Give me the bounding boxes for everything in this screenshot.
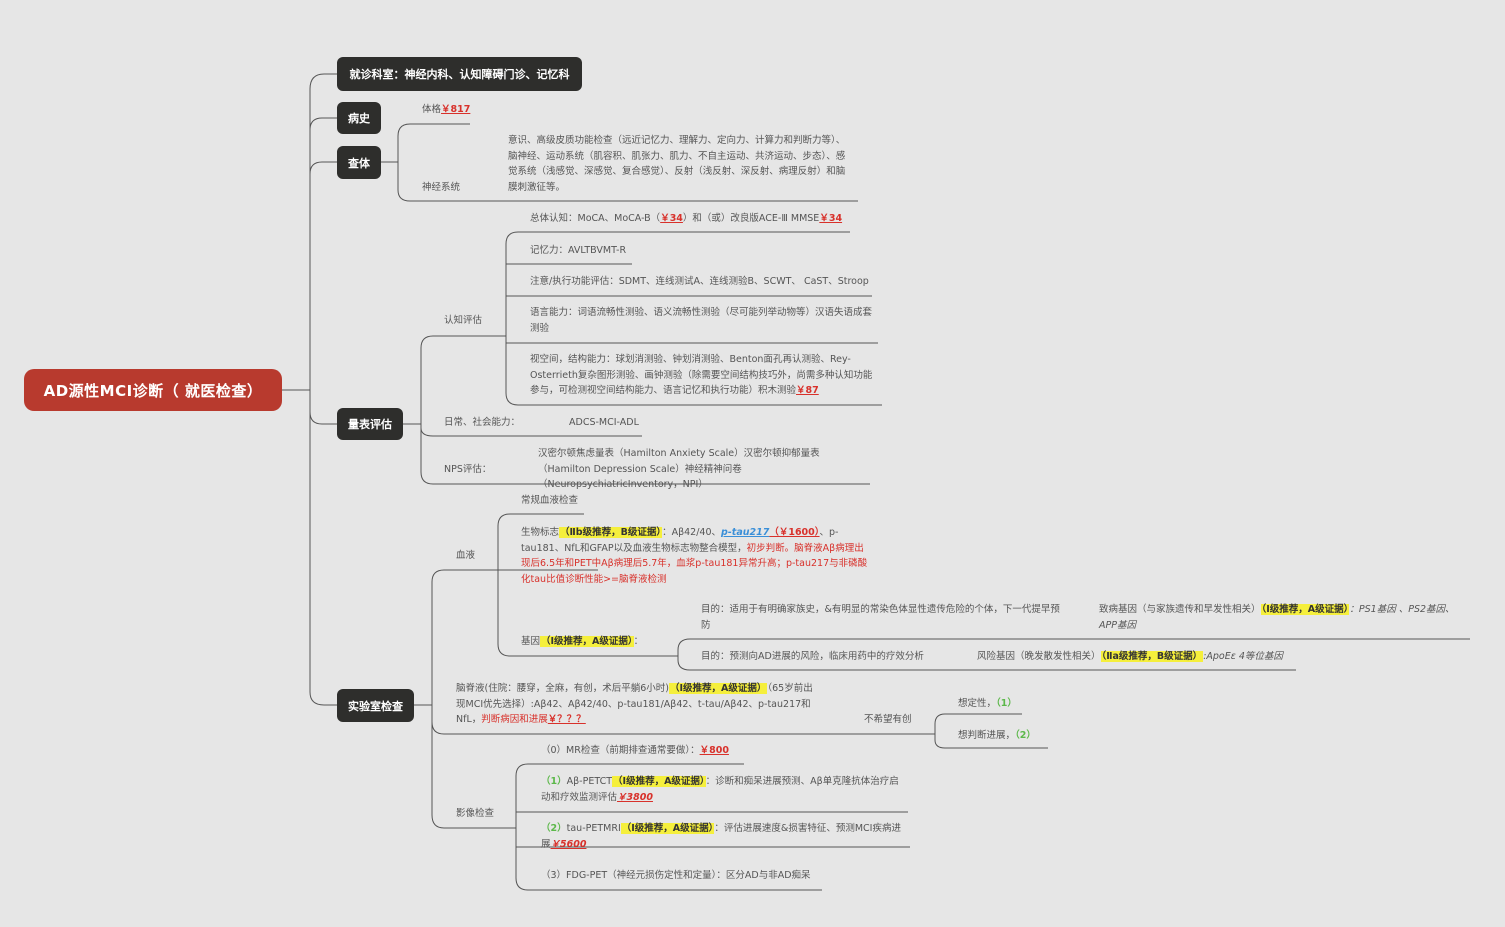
scale-overall[interactable]: 总体认知：MoCA、MoCA-B（￥34）和（或）改良版ACE-Ⅲ MMSE￥3… — [530, 211, 842, 227]
root-topic[interactable]: AD源性MCI诊断（ 就医检查） — [24, 369, 282, 411]
lab-want-nature-num: （1） — [996, 698, 1017, 709]
scale-nps-label[interactable]: NPS评估： — [444, 464, 492, 475]
scale-nps-value[interactable]: 汉密尔顿焦虑量表（Hamilton Anxiety Scale）汉密尔顿抑郁量表… — [538, 448, 820, 490]
lab-imaging-taupet[interactable]: （2）tau-PETMRI（Ⅰ级推荐，A级证据）：评估进展速度&损害特征、预测M… — [541, 821, 909, 852]
scale-overall-text-a: 总体认知：MoCA、MoCA-B（ — [530, 213, 661, 224]
lab-abpet-text-b: ：诊断和痴呆进展预测、Aβ单克隆抗体治疗启动和疗效监测评估 — [541, 776, 899, 803]
scale-language[interactable]: 语言能力：词语流畅性测验、语义流畅性测验（尽可能列举动物等）汉语失语成套测验 — [530, 307, 873, 334]
lab-imaging-mr[interactable]: （0）MR检查（前期排查通常要做）：￥800 — [541, 743, 729, 759]
lab-abpet-price: ￥3800 — [617, 791, 653, 803]
lab-csf-text-b: （65岁前出现MCI优先选择）:Aβ42、Aβ42/40、p-tau181/Aβ… — [456, 683, 813, 725]
lab-bio-ptau217[interactable]: p-tau217 — [721, 527, 770, 538]
lab-abpet-num: （1） — [541, 776, 567, 787]
lab-blood-gene[interactable]: 基因（Ⅰ级推荐，A级证据）： — [521, 634, 643, 650]
lab-blood-routine[interactable]: 常规血液检查 — [521, 495, 579, 506]
lab-bio-text-a: 生物标志 — [521, 527, 560, 538]
lab-mr-price: ￥800 — [699, 745, 729, 756]
scale-overall-text-b: ）和（或）改良版ACE-Ⅲ MMSE — [682, 213, 820, 224]
lab-csf-red-note: 判断病因和进展 — [481, 714, 548, 725]
lab-abpet-recommend: （Ⅰ级推荐，A级证据） — [612, 776, 706, 787]
lab-gene-goal1[interactable]: 目的：适用于有明确家族史，&有明显的常染色体显性遗传危险的个体，下一代提早预防 — [701, 604, 1060, 631]
lab-want-progress-num: （2） — [1015, 730, 1036, 741]
lab-blood-label[interactable]: 血液 — [456, 550, 476, 561]
lab-mr-text: （0）MR检查（前期排查通常要做）： — [541, 745, 700, 756]
lab-want-progress[interactable]: 想判断进展，（2） — [958, 728, 1036, 744]
lab-csf[interactable]: 脑脊液(住院：腰穿，全麻，有创，术后平躺6小时)（Ⅰ级推荐，A级证据）（65岁前… — [456, 681, 818, 728]
exam-body-item[interactable]: 体格￥817 — [422, 102, 470, 118]
lab-gene-cause-text-a: 致病基因（与家族遗传和早发性相关） — [1099, 604, 1261, 615]
lab-no-invasive[interactable]: 不希望有创 — [864, 714, 912, 725]
lab-want-nature-text: 想定性， — [958, 698, 997, 709]
lab-gene-goal2[interactable]: 目的：预测向AD进展的风险，临床用药中的疗效分析 — [701, 651, 924, 662]
lab-gene-risk-recommend: （Ⅱa级推荐，B级证据） — [1100, 651, 1204, 662]
category-dept[interactable]: 就诊科室：神经内科、认知障碍门诊、记忆科 — [337, 57, 582, 91]
exam-body-label: 体格 — [422, 104, 442, 115]
lab-imaging-label[interactable]: 影像检查 — [456, 808, 495, 819]
scale-cognitive-label[interactable]: 认知评估 — [444, 315, 483, 326]
lab-abpet-text-a: Aβ-PETCT — [566, 776, 613, 787]
category-lab[interactable]: 实验室检查 — [337, 689, 414, 722]
scale-visual-price: ￥87 — [796, 385, 819, 396]
lab-taupet-text-a: tau-PETMRI — [566, 823, 621, 834]
lab-gene-risk[interactable]: 风险基因（晚发散发性相关）（Ⅱa级推荐，B级证据）:ApoEε 4等位基因 — [977, 649, 1283, 665]
scale-visual-text: 视空间，结构能力：球划消测验、钟划消测验、Benton面孔再认测验、Rey-Os… — [530, 354, 873, 396]
scale-daily-label[interactable]: 日常、社会能力： — [444, 417, 521, 428]
category-scale[interactable]: 量表评估 — [337, 408, 403, 440]
lab-taupet-num: （2） — [541, 823, 567, 834]
exam-neuro-text[interactable]: 意识、高级皮质功能检查（远近记忆力、理解力、定向力、计算力和判断力等）、脑神经、… — [508, 135, 846, 193]
lab-gene-risk-text-b: :ApoEε 4等位基因 — [1203, 651, 1283, 662]
lab-imaging-fdg[interactable]: （3）FDG-PET（神经元损伤定性和定量）：区分AD与非AD痴呆 — [541, 870, 811, 881]
lab-imaging-abpet[interactable]: （1）Aβ-PETCT（Ⅰ级推荐，A级证据）：诊断和痴呆进展预测、Aβ单克隆抗体… — [541, 774, 906, 805]
lab-gene-risk-text-a: 风险基因（晚发散发性相关） — [977, 651, 1101, 662]
lab-bio-text-b: ：Aβ42/40、 — [662, 527, 722, 538]
lab-taupet-text-b: ：评估进展速度&损害特征、预测MCI疾病进展 — [541, 823, 901, 850]
lab-gene-text-a: 基因 — [521, 636, 541, 647]
lab-want-progress-text: 想判断进展， — [958, 730, 1016, 741]
lab-gene-cause[interactable]: 致病基因（与家族遗传和早发性相关）（Ⅰ级推荐，A级证据）：PS1基因 、PS2基… — [1099, 602, 1469, 633]
scale-overall-price1: ￥34 — [660, 213, 683, 224]
scale-visual[interactable]: 视空间，结构能力：球划消测验、钟划消测验、Benton面孔再认测验、Rey-Os… — [530, 352, 880, 399]
lab-want-nature[interactable]: 想定性，（1） — [958, 696, 1017, 712]
category-history[interactable]: 病史 — [337, 102, 381, 134]
category-exam[interactable]: 查体 — [337, 146, 381, 179]
lab-csf-text-a: 脑脊液(住院：腰穿，全麻，有创，术后平躺6小时) — [456, 683, 669, 694]
lab-taupet-recommend: （Ⅰ级推荐，A级证据） — [620, 823, 715, 834]
lab-gene-recommend: （Ⅰ级推荐，A级证据） — [540, 636, 634, 647]
scale-daily-value[interactable]: ADCS-MCI-ADL — [569, 417, 639, 428]
scale-attention[interactable]: 注意/执行功能评估：SDMT、连线测试A、连线测验B、SCWT、 CaST、St… — [530, 276, 869, 287]
lab-blood-biomarker[interactable]: 生物标志（Ⅱb级推荐，B级证据）：Aβ42/40、p-tau217（￥1600）… — [521, 525, 873, 587]
scale-overall-price2: ￥34 — [819, 213, 843, 224]
lab-bio-text-c: 、p-tau181、NfL和GFAP以及血液生物标志物整合模型， — [521, 527, 839, 554]
lab-csf-recommend: （Ⅰ级推荐，A级证据） — [668, 683, 768, 694]
lab-csf-price: ￥？？？ — [547, 714, 586, 725]
exam-body-price: ￥817 — [441, 104, 471, 115]
lab-gene-text-b: ： — [633, 636, 644, 647]
lab-gene-cause-recommend: （Ⅰ级推荐，A级证据） — [1260, 604, 1350, 615]
lab-gene-cause-text-b: ：PS1基因 、PS2基因、APP基因 — [1099, 604, 1455, 631]
scale-memory[interactable]: 记忆力：AVLTBVMT-R — [530, 245, 627, 256]
lab-bio-red-note: 初步判断。脑脊液Aβ病理出现后6.5年和PET中Aβ病理后5.7年，血浆p-ta… — [521, 542, 868, 585]
lab-taupet-price: ￥5600 — [550, 838, 587, 850]
exam-neuro-label[interactable]: 神经系统 — [422, 182, 461, 193]
lab-bio-recommend: （Ⅱb级推荐，B级证据） — [559, 527, 663, 538]
lab-bio-price: （￥1600） — [769, 527, 820, 538]
